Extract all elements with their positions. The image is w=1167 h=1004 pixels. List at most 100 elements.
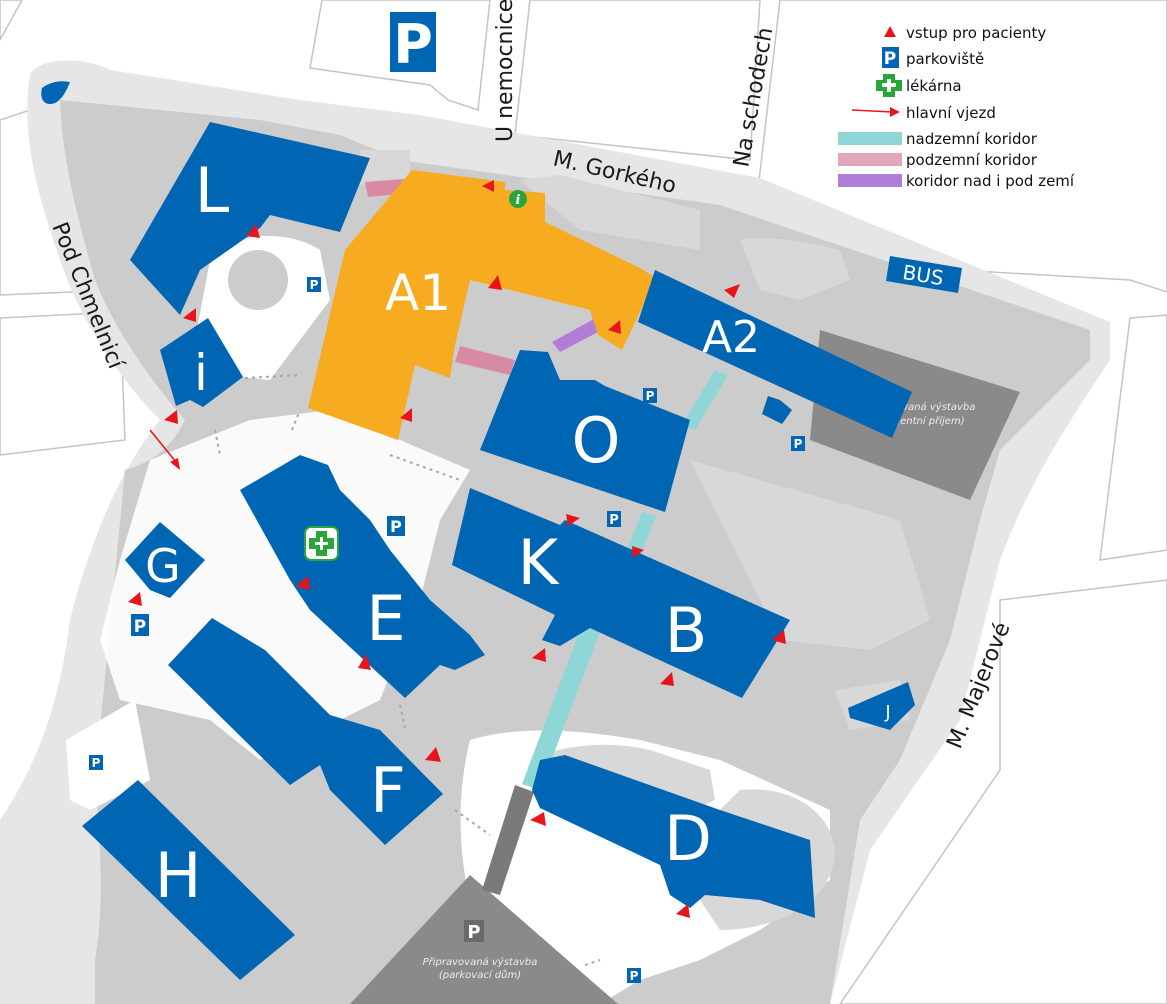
building-label-j: J (884, 702, 890, 723)
buildings (82, 122, 915, 980)
building-k-b (452, 488, 790, 698)
corridor-planned-d (482, 785, 534, 895)
svg-text:P: P (884, 49, 896, 69)
building-h (82, 780, 295, 980)
entrance-marker (164, 410, 178, 424)
entrance-marker (246, 224, 260, 238)
building-label-f: F (370, 754, 406, 827)
walkways (214, 374, 601, 966)
planned-parking-label: Připravovaná výstavba (423, 956, 538, 968)
entrance-markers (128, 180, 786, 918)
building-label-o: O (572, 404, 621, 477)
building-a2 (638, 270, 912, 438)
parking-house-letter: P (467, 922, 480, 943)
svg-text:P: P (134, 617, 146, 637)
corridor-above-b-d (522, 625, 600, 790)
planned-parking-sublabel: (parkovací dům) (439, 969, 521, 981)
building-e (240, 455, 485, 698)
entrance-marker (772, 630, 786, 644)
parking-sign-k: P (607, 511, 621, 528)
legend-main-entry: hlavní vjezd (851, 104, 996, 122)
svg-text:vstup pro pacienty: vstup pro pacienty (906, 24, 1046, 42)
entrance-marker (724, 284, 740, 298)
svg-text:P: P (393, 13, 433, 76)
building-l (130, 122, 370, 315)
building-label-a1: A1 (385, 264, 451, 322)
building-g (125, 522, 205, 598)
entrance-marker (676, 904, 690, 918)
svg-text:koridor nad i pod zemí: koridor nad i pod zemí (906, 172, 1075, 190)
parking-sign-bottom: P (627, 968, 641, 983)
corridors (365, 178, 728, 895)
building-label-g: G (145, 539, 181, 593)
legend-both-corridor: koridor nad i pod zemí (838, 172, 1075, 190)
svg-text:i: i (516, 193, 521, 208)
parking-sign-l: P (307, 277, 321, 292)
parking-sign-e: P (387, 516, 405, 536)
entrance-marker (358, 654, 371, 670)
legend-parking: P parkoviště (882, 47, 984, 69)
entrance-marker (400, 408, 412, 422)
building-o (480, 350, 690, 512)
building-label-l: L (195, 154, 230, 227)
bus-stop-sign: BUS (886, 256, 962, 293)
entrance-marker (532, 648, 546, 662)
parking-signs: P P P P P P P P P (89, 12, 805, 983)
parking-sign-o: P (643, 388, 657, 403)
svg-text:podzemní koridor: podzemní koridor (906, 151, 1038, 169)
entrance-marker (632, 546, 644, 558)
corridor-above-o-b (626, 512, 656, 556)
parking-sign-h: P (89, 755, 103, 770)
entrance-marker (482, 180, 494, 192)
svg-text:hlavní vjezd: hlavní vjezd (906, 104, 996, 122)
entrance-marker (566, 514, 580, 526)
building-a1 (308, 170, 656, 440)
legend-entrance: vstup pro pacienty (884, 24, 1046, 42)
street-u-nemocnice: U nemocnice (493, 0, 518, 142)
building-labels: L i A1 A2 O K B E G F H D J (145, 154, 890, 912)
svg-text:nadzemní koridor: nadzemní koridor (906, 130, 1038, 148)
svg-text:P: P (646, 389, 655, 403)
planned-parking-house: P Připravovaná výstavba (parkovací dům) (350, 875, 618, 1004)
pharmacy-icon (304, 526, 339, 561)
entrance-marker (660, 672, 674, 686)
building-f (168, 618, 443, 845)
parking-sign-g: P (131, 614, 149, 637)
info-icon: i (509, 190, 527, 208)
entrance-marker (183, 308, 196, 322)
legend-under-corridor: podzemní koridor (838, 151, 1038, 169)
svg-text:lékárna: lékárna (906, 77, 962, 95)
svg-text:P: P (630, 969, 639, 983)
corridor-above-a2-o (682, 370, 728, 430)
building-j (848, 682, 915, 730)
corridor-under-a1-o (455, 346, 515, 375)
water-drop-icon (41, 81, 70, 104)
building-label-e: E (366, 582, 405, 655)
legend-above-corridor: nadzemní koridor (838, 130, 1038, 148)
entrance-marker (296, 576, 310, 590)
svg-text:parkoviště: parkoviště (906, 50, 984, 68)
building-a2-annex (762, 396, 792, 424)
building-i (160, 318, 243, 407)
building-d (532, 755, 815, 918)
legend: vstup pro pacienty P parkoviště lékárna … (838, 24, 1075, 190)
entrance-marker (530, 812, 546, 826)
svg-text:P: P (794, 437, 803, 451)
legend-pharmacy: lékárna (876, 74, 962, 97)
building-label-a2: A2 (702, 312, 760, 363)
building-label-h: H (155, 839, 202, 912)
svg-text:P: P (92, 756, 101, 770)
svg-text:P: P (310, 278, 319, 292)
building-label-d: D (664, 802, 712, 875)
building-label-i: i (194, 344, 208, 402)
building-label-b: B (665, 594, 708, 667)
entrance-marker (425, 747, 441, 762)
parking-sign-large: P (390, 12, 436, 76)
parking-sign-a2: P (791, 436, 805, 451)
svg-text:P: P (609, 513, 619, 528)
svg-text:P: P (390, 517, 402, 536)
entrance-marker (128, 592, 142, 606)
main-entry-arrow (149, 429, 180, 470)
entrance-marker (488, 275, 502, 290)
